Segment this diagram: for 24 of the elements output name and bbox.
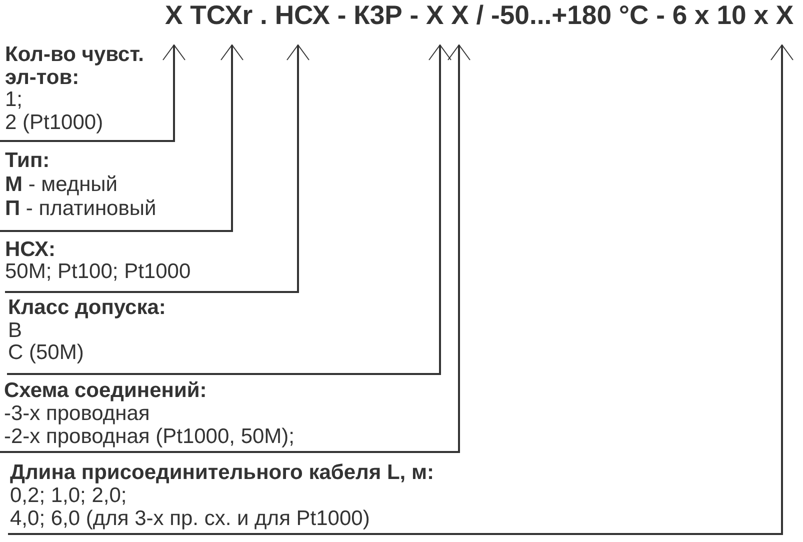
- option-heading: Схема соединений:: [4, 379, 207, 402]
- option-value: -2-х проводная (Pt1000, 50М);: [4, 425, 295, 448]
- leader-arrow: [5, 44, 310, 293]
- leader-arrow: [0, 44, 244, 232]
- option-value: B: [8, 320, 22, 342]
- option-heading: Кол-во чувст. эл-тов:: [5, 44, 145, 89]
- option-heading: НСХ:: [5, 239, 56, 261]
- model-code-title: Х ТСХr . НСХ - К3Р - Х Х / -50...+180 °С - 6 х 10 х Х: [165, 0, 794, 30]
- leader-arrow: [0, 44, 470, 453]
- option-heading: Длина присоединительного кабеля L, м:: [10, 461, 434, 484]
- option-value: -3-х проводная: [4, 402, 150, 425]
- leader-arrow: [7, 44, 452, 375]
- option-value: 4,0; 6,0 (для 3-х пр. сх. и для Pt1000): [10, 507, 370, 530]
- leader-arrow: [8, 44, 794, 535]
- option-value: 2 (Pt1000): [5, 112, 104, 134]
- option-heading: Класс допуска:: [8, 297, 166, 320]
- option-value: 50М; Pt100; Pt1000: [5, 261, 191, 283]
- option-value: 0,2; 1,0; 2,0;: [10, 484, 127, 507]
- option-value: М - медный: [5, 173, 118, 197]
- option-value: 1;: [5, 89, 23, 112]
- option-value: П - платиновый: [5, 197, 156, 221]
- leader-arrow: [0, 44, 186, 142]
- option-value: C (50М): [8, 342, 84, 364]
- option-heading: Тип:: [5, 149, 50, 173]
